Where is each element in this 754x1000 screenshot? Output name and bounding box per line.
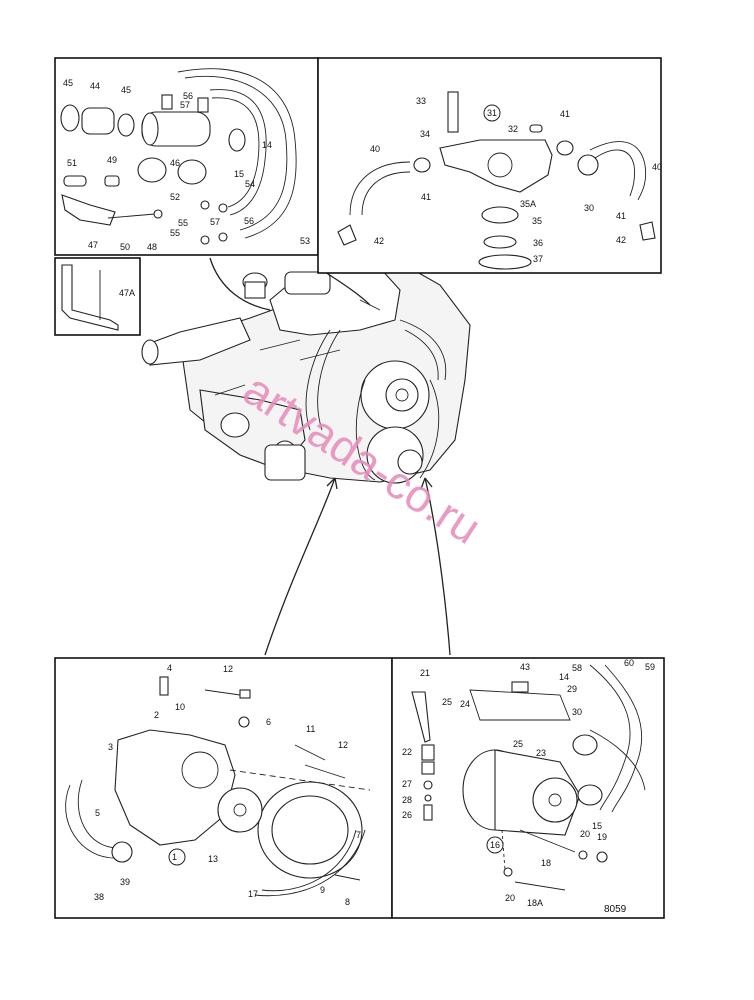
labels-bottom-left: 4 12 2 10 6 3 11 12 5 1 13 7 39 38 17 9 8 [94,663,361,907]
callout-label-33: 33 [416,96,426,106]
callout-label-40: 40 [652,162,662,172]
callout-circle [483,104,501,122]
callout-label-2: 2 [154,710,159,720]
callout-label-29: 29 [567,684,577,694]
callout-label-42: 42 [616,235,626,245]
callout-label-50: 50 [120,242,130,252]
callout-label-13: 13 [208,854,218,864]
box-top-left [54,57,319,256]
callout-label-27: 27 [402,779,412,789]
callout-label-46: 46 [170,158,180,168]
callout-label-58: 58 [572,663,582,673]
callout-label-12: 12 [223,664,233,674]
callout-label-41: 41 [560,109,570,119]
callout-label-11: 11 [306,724,315,734]
drawing-number: 8059 [604,904,627,915]
callout-label-51: 51 [67,158,77,168]
callout-label-54: 54 [245,179,255,189]
callout-label-40: 40 [370,144,380,154]
callout-label-18a: 18A [527,898,543,908]
callout-label-35a: 35A [520,199,536,209]
callout-label-32: 32 [508,124,518,134]
callout-circle [168,848,186,866]
callout-label-56: 56 [183,91,193,101]
labels-top-right: 33 34 31 32 41 40 41 35A 35 36 37 42 40 41 42 30 [370,96,662,264]
callout-label-34: 34 [420,129,430,139]
callout-label-57: 57 [180,100,190,110]
callout-label-36: 36 [533,238,543,248]
box-bottom-left [54,657,393,919]
callout-label-30: 30 [584,203,594,213]
callout-label-20: 20 [505,893,515,903]
callout-label-21: 21 [420,668,430,678]
callout-label-39: 39 [120,877,130,887]
callout-label-45: 45 [63,78,73,88]
labels-bottom-right: 21 43 58 60 59 14 29 25 24 30 22 25 23 27 28 26 16 20 1915… [402,658,655,908]
callout-label-20: 20 [580,829,590,839]
callout-label-48: 48 [147,242,157,252]
callout-label-1: 1 [172,852,177,862]
callout-label-55: 55 [178,218,188,228]
callout-label-52: 52 [170,192,180,202]
callout-label-28: 28 [402,795,412,805]
callout-label-42: 42 [374,236,384,246]
callout-label-57: 57 [210,217,220,227]
callout-label-25: 25 [442,697,452,707]
callout-label-35: 35 [532,216,542,226]
callout-label-41: 41 [616,211,626,221]
callout-label-7: 7 [356,830,361,840]
callout-label-3: 3 [108,742,113,752]
callout-label-49: 49 [107,155,117,165]
callout-label-16: 16 [490,840,500,850]
callout-label-10: 10 [175,702,185,712]
callout-label-38: 38 [94,892,104,902]
callout-label-9: 9 [320,885,325,895]
box-bottom-right [391,657,665,919]
callout-label-17: 17 [248,889,258,899]
callout-label-18: 18 [541,858,551,868]
callout-arrows [209,257,451,656]
callout-label-43: 43 [520,662,530,672]
callout-label-47: 47 [88,240,98,250]
callout-label-55: 55 [170,228,180,238]
label-47a: 47A [119,288,135,298]
callout-label-45: 45 [121,85,131,95]
callout-label-44: 44 [90,81,100,91]
callout-label-37: 37 [533,254,543,264]
callout-label-30: 30 [572,707,582,717]
callout-label-8: 8 [345,897,350,907]
callout-label-15: 15 [592,821,602,831]
callout-label-41: 41 [421,192,431,202]
callout-label-23: 23 [536,748,546,758]
callout-label-31: 31 [487,108,497,118]
callout-label-14: 14 [559,672,569,682]
callout-label-24: 24 [460,699,470,709]
callout-label-6: 6 [266,717,271,727]
callout-label-25: 25 [513,739,523,749]
callout-label-56: 56 [244,216,254,226]
engine-illustration [141,267,471,484]
callout-label-59: 59 [645,662,655,672]
callout-label-4: 4 [167,663,172,673]
callout-label-14: 14 [262,140,272,150]
callout-label-19: 19 [597,832,607,842]
callout-label-5: 5 [95,808,100,818]
callout-label-22: 22 [402,747,412,757]
callout-label-60: 60 [624,658,634,668]
callout-label-53: 53 [300,236,310,246]
callout-circle [486,836,504,854]
box-47a [54,257,141,336]
callout-label-15: 15 [234,169,244,179]
callout-label-12: 12 [338,740,348,750]
box-top-right [317,57,662,274]
callout-label-26: 26 [402,810,412,820]
